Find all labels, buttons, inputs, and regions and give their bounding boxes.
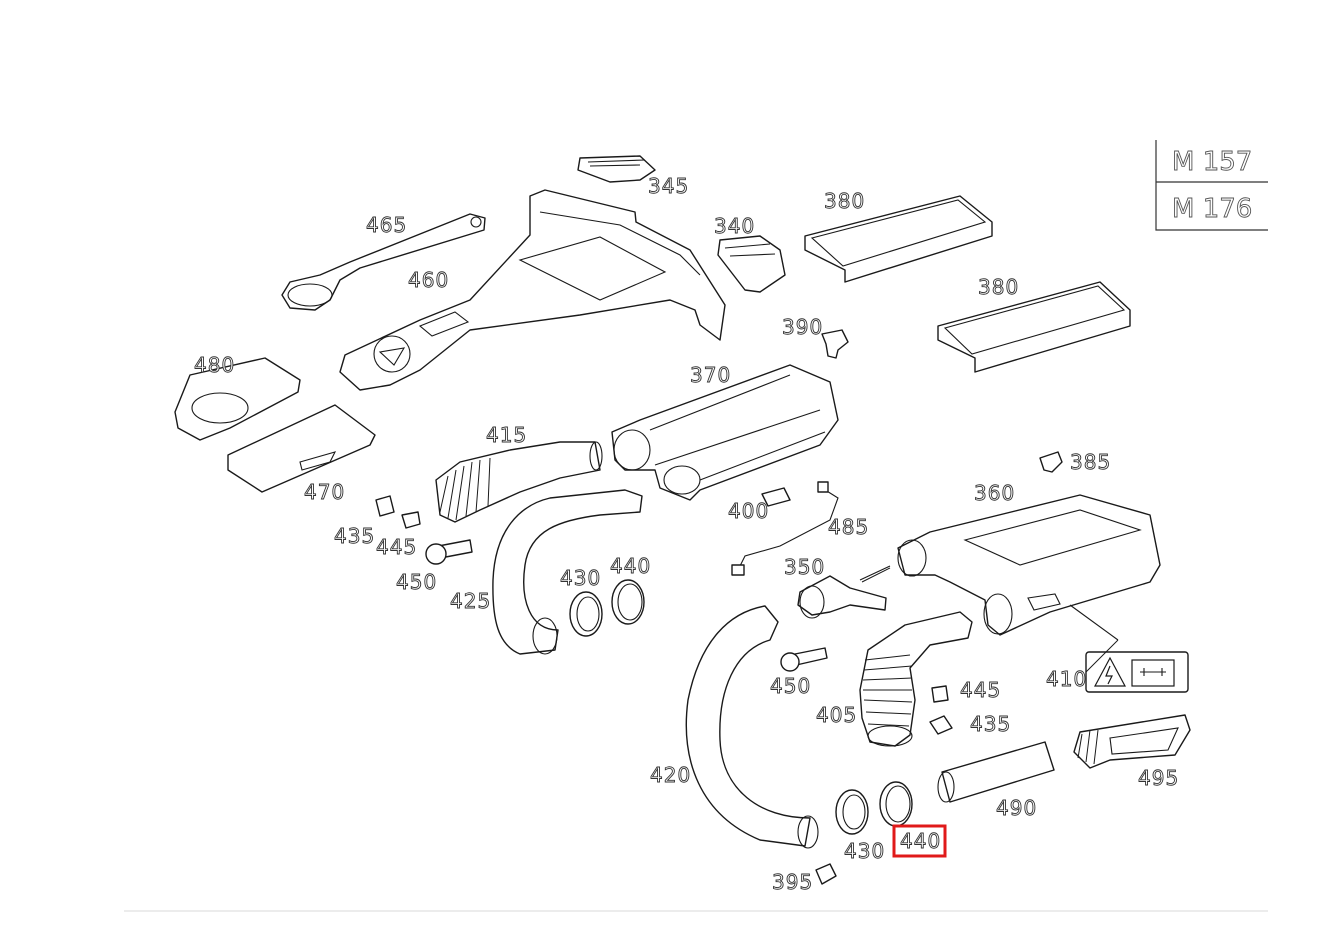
part-460-engine-cover bbox=[339, 189, 726, 391]
part-435-nut-left bbox=[375, 495, 395, 517]
label-440-right: 440 bbox=[900, 829, 941, 853]
label-345: 345 bbox=[648, 174, 689, 198]
part-485-cable bbox=[731, 481, 839, 576]
part-440-clamp-right bbox=[879, 781, 913, 827]
part-395-clip bbox=[815, 863, 837, 885]
label-370: 370 bbox=[690, 363, 731, 387]
label-350: 350 bbox=[784, 555, 825, 579]
label-445-left: 445 bbox=[376, 535, 417, 559]
label-470: 470 bbox=[304, 480, 345, 504]
label-405: 405 bbox=[816, 703, 857, 727]
label-430-right: 430 bbox=[844, 839, 885, 863]
engine-code-box: M 157 M 176 bbox=[1155, 140, 1268, 231]
part-385-clip bbox=[1039, 451, 1063, 473]
label-420: 420 bbox=[650, 763, 691, 787]
part-405-intake-hose bbox=[859, 611, 973, 747]
part-410-warning-label bbox=[1085, 651, 1189, 693]
leader-lines bbox=[861, 567, 1119, 673]
highlight-box-440[interactable] bbox=[892, 824, 947, 858]
part-445-bolt-right bbox=[931, 685, 949, 703]
label-415: 415 bbox=[486, 423, 527, 447]
label-380-top: 380 bbox=[824, 189, 865, 213]
engine-code-1: M 157 bbox=[1172, 147, 1252, 177]
part-340-cover bbox=[717, 235, 786, 293]
part-470-cover-piece bbox=[227, 404, 376, 493]
label-410: 410 bbox=[1046, 667, 1087, 691]
label-440-left: 440 bbox=[610, 554, 651, 578]
label-435-left: 435 bbox=[334, 524, 375, 548]
part-490-hose bbox=[937, 741, 1055, 803]
part-400-clip bbox=[761, 487, 791, 507]
part-390-sensor bbox=[821, 329, 849, 359]
label-480: 480 bbox=[194, 353, 235, 377]
part-425-intake-pipe bbox=[492, 489, 643, 655]
label-450-left: 450 bbox=[396, 570, 437, 594]
part-380-air-filter-2 bbox=[937, 281, 1131, 373]
part-430-sleeve-left bbox=[569, 591, 603, 637]
part-345-cover-clip bbox=[577, 155, 656, 183]
part-370-air-filter-housing bbox=[611, 364, 839, 501]
label-435-right: 435 bbox=[970, 712, 1011, 736]
part-420-intake-pipe bbox=[685, 605, 819, 849]
part-435-nut-right bbox=[929, 715, 953, 735]
part-445-bolt-left bbox=[401, 511, 421, 529]
engine-code-2: M 176 bbox=[1172, 194, 1252, 224]
part-495-intake-snorkel bbox=[1073, 714, 1191, 769]
label-445-right: 445 bbox=[960, 678, 1001, 702]
label-340: 340 bbox=[714, 214, 755, 238]
label-450-right: 450 bbox=[770, 674, 811, 698]
label-490: 490 bbox=[996, 796, 1037, 820]
part-440-clamp-left bbox=[611, 579, 645, 625]
part-360-air-filter-housing bbox=[897, 494, 1161, 641]
part-450-bolt-right bbox=[780, 647, 828, 672]
part-430-sleeve-right bbox=[835, 789, 869, 835]
label-385: 385 bbox=[1070, 450, 1111, 474]
part-350-intake-duct bbox=[797, 565, 891, 619]
part-415-intake-hose bbox=[435, 441, 603, 523]
label-430-left: 430 bbox=[560, 566, 601, 590]
label-360: 360 bbox=[974, 481, 1015, 505]
label-465: 465 bbox=[366, 213, 407, 237]
label-390: 390 bbox=[782, 315, 823, 339]
label-495: 495 bbox=[1138, 766, 1179, 790]
part-380-air-filter-1 bbox=[804, 195, 993, 283]
label-380-bottom: 380 bbox=[978, 275, 1019, 299]
part-465-trim-strip bbox=[281, 213, 486, 311]
part-450-bolt-left bbox=[425, 539, 473, 565]
label-395: 395 bbox=[772, 870, 813, 894]
label-425: 425 bbox=[450, 589, 491, 613]
part-480-cover-piece bbox=[174, 357, 301, 441]
part-labels: 345 465 460 340 380 380 390 480 370 415 … bbox=[194, 174, 1179, 895]
label-400: 400 bbox=[728, 499, 769, 523]
label-485: 485 bbox=[828, 515, 869, 539]
label-460: 460 bbox=[408, 268, 449, 292]
